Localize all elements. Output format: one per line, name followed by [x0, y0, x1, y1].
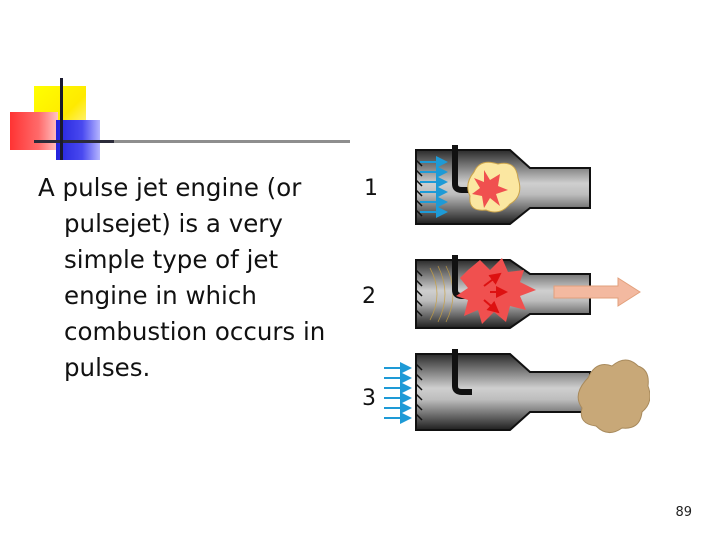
bullet-text: A pulse jet engine (or pulsejet) is a ve…: [38, 173, 326, 382]
page-number: 89: [675, 505, 692, 520]
title-rule-dark: [34, 140, 114, 143]
stage-label-1: 1: [364, 176, 378, 201]
stage-label-3: 3: [362, 386, 376, 411]
logo-red-square: [10, 112, 58, 150]
engine-stage-2: [415, 255, 641, 329]
pulse-jet-diagram: 1 2 3: [350, 140, 650, 440]
engine-stage-1: [415, 145, 591, 225]
stage-label-2: 2: [362, 284, 376, 309]
title-rule: [34, 140, 350, 143]
engine-stage-3: [384, 349, 650, 433]
pulse-jet-svg: [384, 145, 650, 433]
logo-vertical-line: [60, 78, 63, 160]
slide-logo: [0, 0, 360, 170]
